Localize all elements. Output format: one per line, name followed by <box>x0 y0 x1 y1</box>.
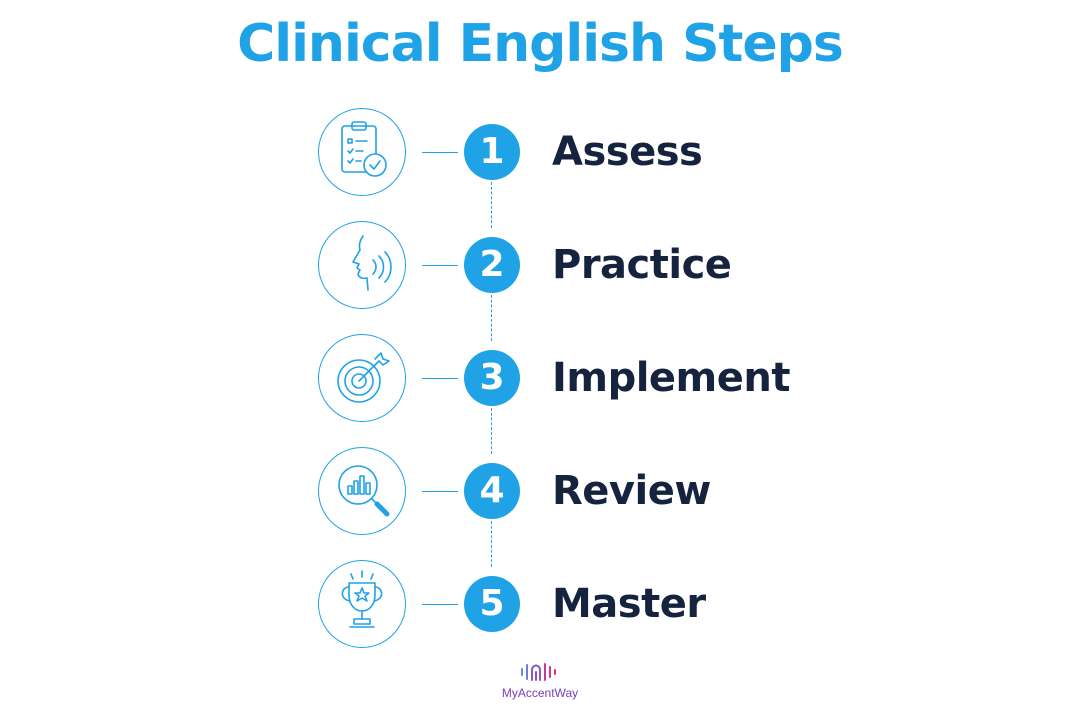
step-number-badge: 5 <box>464 576 520 632</box>
icon-connector <box>422 378 458 379</box>
step-implement: 3 Implement <box>0 334 1080 426</box>
step-master: 5 Master <box>0 560 1080 652</box>
step-label: Master <box>552 581 706 627</box>
timeline-connector <box>491 182 492 228</box>
clipboard-check-icon <box>318 108 406 196</box>
icon-connector <box>422 152 458 153</box>
icon-connector <box>422 265 458 266</box>
step-review: 4 Review <box>0 447 1080 539</box>
step-label: Practice <box>552 242 732 288</box>
brand-logo: MyAccentWay <box>490 660 590 700</box>
logo-text: MyAccentWay <box>501 686 579 700</box>
trophy-star-icon <box>318 560 406 648</box>
step-number-badge: 2 <box>464 237 520 293</box>
speaking-face-icon <box>318 221 406 309</box>
chart-magnifier-icon <box>318 447 406 535</box>
step-number-badge: 3 <box>464 350 520 406</box>
step-number-badge: 1 <box>464 124 520 180</box>
timeline-connector <box>491 295 492 341</box>
icon-connector <box>422 604 458 605</box>
icon-connector <box>422 491 458 492</box>
step-label: Review <box>552 468 711 514</box>
step-label: Assess <box>552 129 703 175</box>
timeline-connector <box>491 408 492 454</box>
step-assess: 1 Assess <box>0 108 1080 200</box>
soundwave-logo-icon <box>521 663 556 681</box>
step-label: Implement <box>552 355 790 401</box>
step-number-badge: 4 <box>464 463 520 519</box>
step-practice: 2 Practice <box>0 221 1080 313</box>
page-title: Clinical English Steps <box>237 14 844 74</box>
target-arrow-icon <box>318 334 406 422</box>
timeline-connector <box>491 521 492 567</box>
